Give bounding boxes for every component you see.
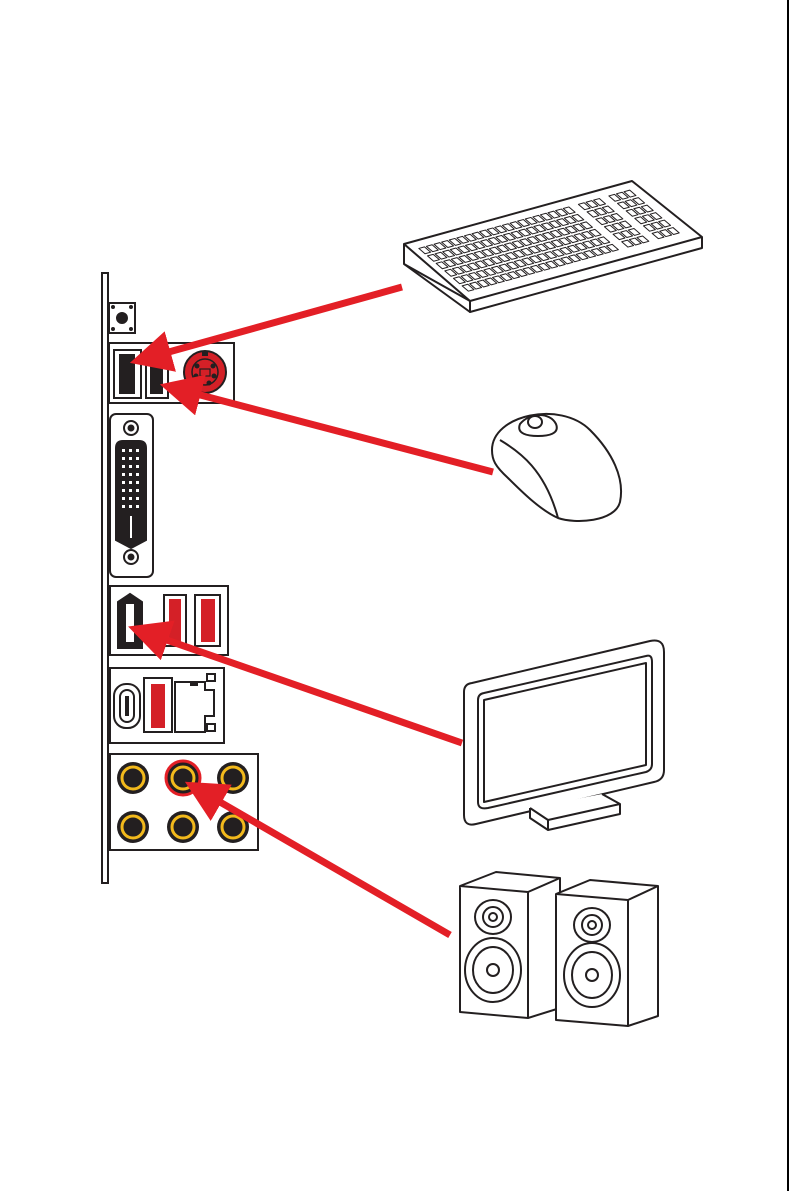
- audio-jack-icon: [117, 761, 249, 843]
- audio-jack-center: [225, 819, 241, 835]
- dvi-pin: [129, 457, 132, 460]
- dvi-pin: [122, 489, 125, 492]
- hdmi-icon: [118, 594, 142, 648]
- dvi-pin: [136, 489, 139, 492]
- usb-icon: [114, 350, 141, 398]
- audio-jack: [217, 762, 249, 794]
- usb-icon: [195, 595, 220, 646]
- dvi-pin: [122, 449, 125, 452]
- io-panel: [102, 273, 258, 883]
- dvi-pin: [129, 473, 132, 476]
- lan-icon: [175, 674, 215, 732]
- audio-jack: [117, 811, 149, 843]
- dvi-pin: [129, 497, 132, 500]
- dvi-pin: [136, 457, 139, 460]
- usb-icon: [144, 678, 172, 732]
- mouse-arrow: [170, 387, 493, 472]
- dvi-pin: [122, 465, 125, 468]
- io-bracket: [102, 273, 108, 883]
- dvi-pin: [136, 497, 139, 500]
- dvi-pin: [129, 449, 132, 452]
- dvi-pin: [136, 481, 139, 484]
- dvi-pin: [136, 449, 139, 452]
- audio-jack-center: [125, 819, 141, 835]
- audio-jack: [167, 811, 199, 843]
- dvi-pin: [122, 473, 125, 476]
- speakers-icon: [460, 872, 658, 1026]
- dvi-pin: [129, 481, 132, 484]
- dvi-pin: [122, 481, 125, 484]
- page-edge-rule: [787, 0, 789, 1191]
- mouse-icon: [492, 414, 621, 521]
- usb-c-icon: [114, 684, 140, 728]
- dvi-pin: [122, 457, 125, 460]
- dvi-pin: [129, 489, 132, 492]
- dvi-pin: [129, 465, 132, 468]
- audio-jack-center: [175, 819, 191, 835]
- button-icon: [109, 303, 135, 333]
- monitor-arrow: [138, 630, 462, 743]
- dvi-pin: [129, 505, 132, 508]
- ps2-icon: [184, 351, 226, 393]
- dvi-pin: [122, 505, 125, 508]
- audio-jack: [117, 762, 149, 794]
- keyboard-icon: [404, 181, 702, 312]
- monitor-icon: [464, 640, 664, 830]
- speakers-arrow: [194, 787, 450, 935]
- dvi-pin: [122, 497, 125, 500]
- dvi-pin: [136, 465, 139, 468]
- dvi-pin: [136, 473, 139, 476]
- audio-jack-center: [125, 770, 141, 786]
- audio-jack-center: [175, 770, 191, 786]
- dvi-icon: [110, 414, 153, 577]
- dvi-pin: [136, 505, 139, 508]
- keyboard-arrow: [140, 287, 402, 360]
- audio-jack-center: [225, 770, 241, 786]
